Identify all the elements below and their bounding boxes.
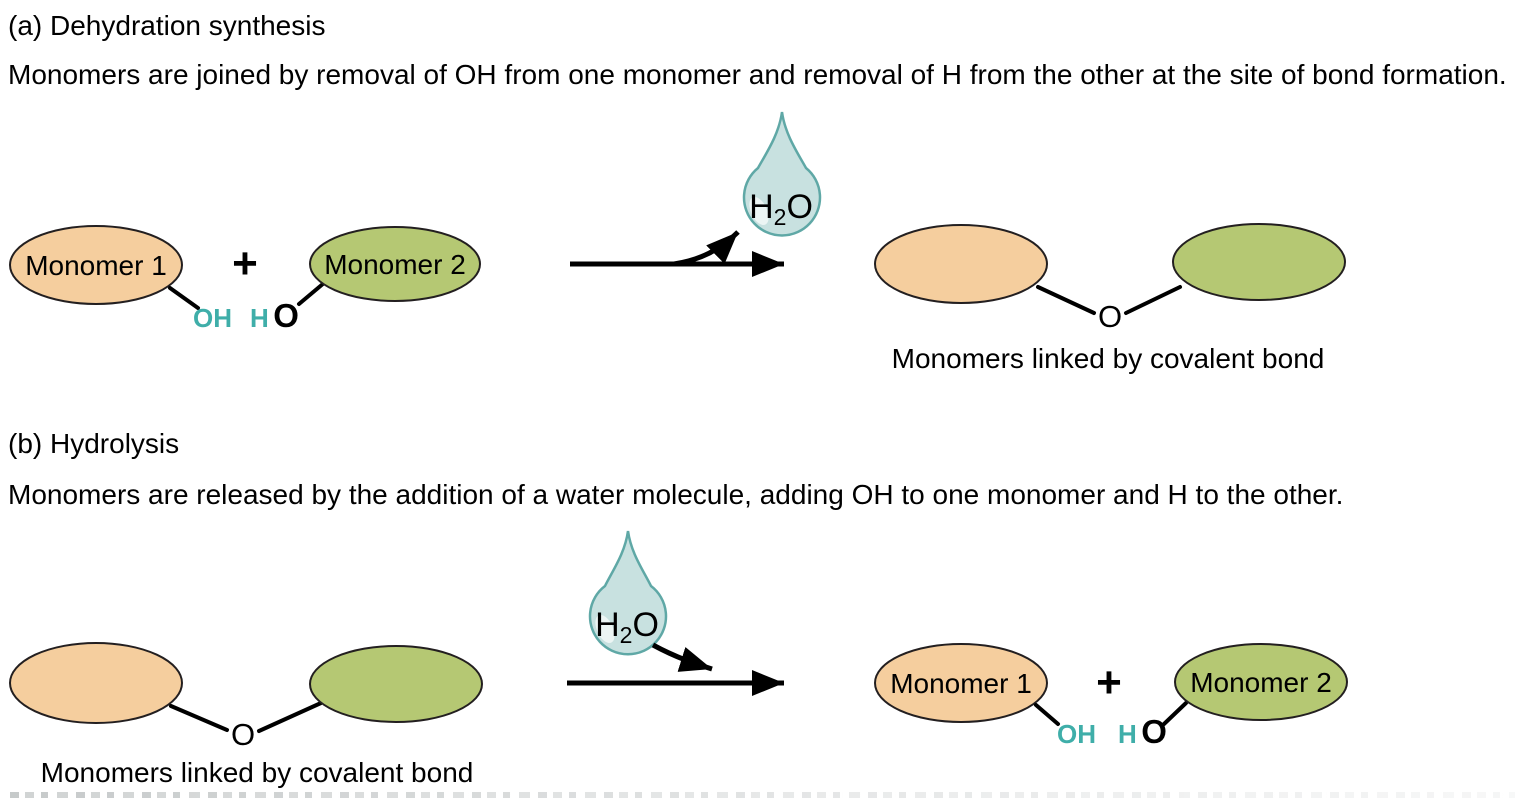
monomer2-label: Monomer 2 xyxy=(324,249,466,280)
section-b-description: Monomers are released by the addition of… xyxy=(8,479,1344,510)
ho-o: O xyxy=(1141,713,1167,750)
monomer1-label: Monomer 1 xyxy=(25,250,167,281)
ho-h: H xyxy=(250,303,269,333)
water-droplet: H2O xyxy=(742,111,822,237)
reactant-caption: Monomers linked by covalent bond xyxy=(41,757,474,788)
bond-line xyxy=(1036,285,1096,315)
covalent-bond-o: O xyxy=(231,717,255,752)
water-sub: 2 xyxy=(620,622,633,648)
hydroxyl-oh-label: OH xyxy=(1057,719,1096,749)
plus-sign: + xyxy=(1096,658,1122,707)
cropped-text-fragment xyxy=(10,792,1515,798)
bond-line xyxy=(1124,285,1182,315)
linked-monomer1-oval xyxy=(874,224,1048,304)
linked-monomer1-oval xyxy=(9,642,183,724)
droplet-highlight xyxy=(749,196,769,226)
bond-line xyxy=(1162,701,1188,726)
hydrolysis-diagram: O Monomers linked by covalent bond H2O M… xyxy=(9,530,1348,788)
linked-monomer2-oval xyxy=(309,645,483,723)
water-h: H xyxy=(595,606,620,644)
ho-o: O xyxy=(273,297,299,334)
monomer2-oval xyxy=(309,226,481,302)
covalent-bond-o: O xyxy=(1098,299,1122,334)
section-b-heading: (b) Hydrolysis xyxy=(8,428,180,459)
linked-monomer2-oval xyxy=(1172,223,1346,301)
monomer1-label: Monomer 1 xyxy=(890,668,1032,699)
water-formula: H2O xyxy=(595,606,659,648)
bond-line xyxy=(168,286,200,310)
hydroxyl-oh-label: OH xyxy=(193,303,232,333)
water-h: H xyxy=(749,188,774,226)
hydrogen-ho-label: H O xyxy=(250,297,299,334)
bond-line xyxy=(169,704,229,732)
plus-sign: + xyxy=(232,239,258,288)
water-sub: 2 xyxy=(774,204,787,230)
bond-line xyxy=(1034,703,1060,726)
hydrogen-ho-label: H O xyxy=(1118,713,1167,750)
bond-line xyxy=(297,281,326,306)
water-release-arrow xyxy=(673,230,740,267)
water-droplet: H2O xyxy=(588,530,668,656)
ho-h: H xyxy=(1118,719,1137,749)
cropped-text-fade xyxy=(10,792,1515,798)
water-addition-arrow xyxy=(651,642,713,672)
monomer2-oval xyxy=(1174,643,1348,721)
water-o: O xyxy=(786,188,812,226)
section-a-heading: (a) Dehydration synthesis xyxy=(8,10,326,41)
dehydration-synthesis-diagram: Monomer 1 + OH H O Monomer 2 H2O xyxy=(9,111,1346,374)
product-caption: Monomers linked by covalent bond xyxy=(892,343,1325,374)
bond-line xyxy=(257,701,323,733)
monomer1-oval xyxy=(9,225,183,305)
water-o: O xyxy=(632,606,658,644)
monomer2-label: Monomer 2 xyxy=(1190,667,1332,698)
section-a-description: Monomers are joined by removal of OH fro… xyxy=(8,59,1507,90)
water-formula: H2O xyxy=(749,188,813,230)
droplet-highlight xyxy=(595,614,615,644)
monomer1-oval xyxy=(874,643,1048,723)
